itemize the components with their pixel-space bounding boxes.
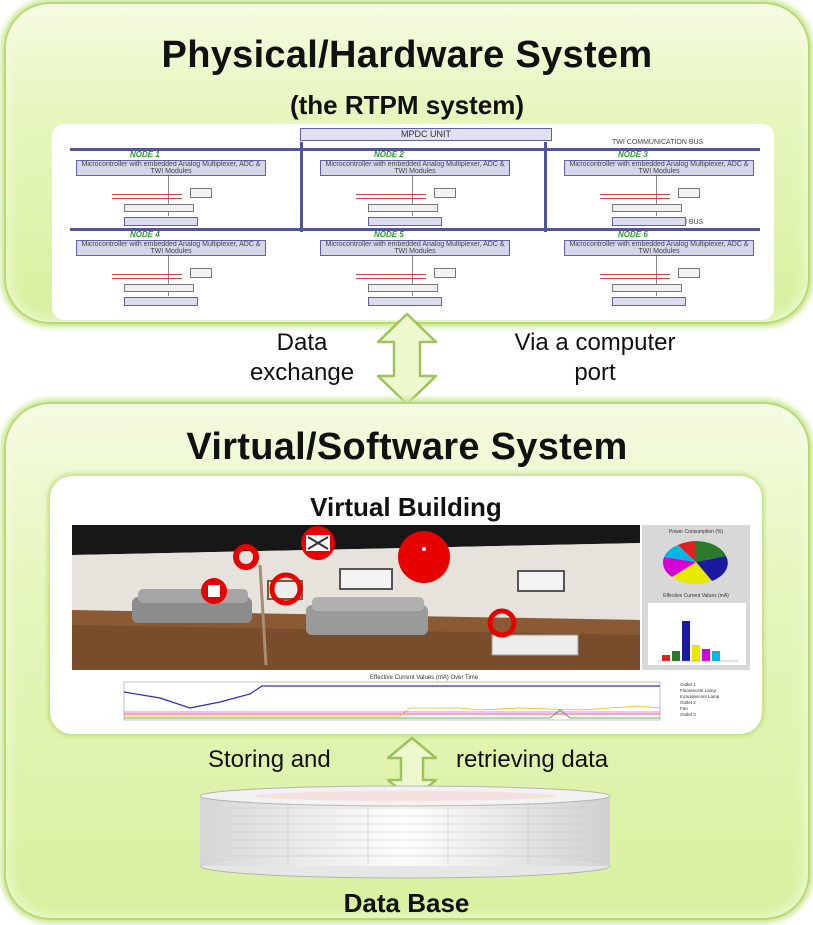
twi-bus-bottom: [70, 228, 760, 231]
microcontroller-box: Microcontroller with embedded Analog Mul…: [76, 160, 266, 176]
node-1: NODE 1 Microcontroller with embedded Ana…: [72, 150, 272, 230]
node-label: NODE 6: [618, 230, 648, 239]
database-cylinder-icon: [199, 785, 611, 879]
database-label: Data Base: [343, 888, 470, 918]
virtual-system-title: Virtual/Software System: [186, 426, 628, 468]
load-resistor: [600, 274, 670, 279]
legend-item: Incandescent Lamp: [680, 694, 720, 699]
node-2: NODE 2 Microcontroller with embedded Ana…: [316, 150, 516, 230]
legend-item: Outlet 2: [680, 700, 696, 705]
bar-chart-title: Effective Current Values (mA): [663, 593, 729, 599]
side-charts-panel: Power Consumption (%) Effective Current …: [642, 525, 750, 670]
via-port-label: Via a computer port: [470, 328, 720, 388]
potentiometer: [368, 204, 438, 212]
virtual-room-render: [72, 525, 640, 670]
rtpm-schematic: MPDC UNIT TWI COMMUNICATION BUS TWI COMM…: [52, 124, 774, 320]
potentiometer: [368, 284, 438, 292]
node-3: NODE 3 Microcontroller with embedded Ana…: [560, 150, 760, 230]
shunt-resistor: [190, 268, 212, 278]
twi-bus-label-top: TWI COMMUNICATION BUS: [612, 139, 704, 146]
potentiometer: [612, 284, 682, 292]
shunt-resistor: [434, 268, 456, 278]
node-label: NODE 2: [374, 150, 404, 159]
power-pie-chart: [662, 541, 728, 584]
node-label: NODE 5: [374, 230, 404, 239]
shunt-resistor: [190, 188, 212, 198]
power-source: [612, 217, 686, 226]
mpdc-unit: MPDC UNIT: [300, 128, 552, 141]
virtual-building-title: Virtual Building: [310, 492, 502, 522]
node-6: NODE 6 Microcontroller with embedded Ana…: [560, 230, 760, 310]
power-source: [368, 217, 442, 226]
current-over-time-chart: Effective Current Values (mA) Over Time …: [123, 675, 720, 721]
shunt-resistor: [678, 188, 700, 198]
load-resistor: [112, 274, 182, 279]
pie-chart-title: Power Consumption (%): [668, 529, 724, 535]
virtual-building-frame: Virtual Building Power Consumption (%): [50, 476, 762, 734]
potentiometer: [124, 204, 194, 212]
node-label: NODE 1: [130, 150, 160, 159]
potentiometer: [612, 204, 682, 212]
load-resistor: [600, 194, 670, 199]
load-resistor: [356, 274, 426, 279]
node-label: NODE 3: [618, 150, 648, 159]
physical-system-title: Physical/Hardware System: [161, 34, 653, 76]
microcontroller-box: Microcontroller with embedded Analog Mul…: [320, 240, 510, 256]
power-source: [612, 297, 686, 306]
load-resistor: [112, 194, 182, 199]
microcontroller-box: Microcontroller with embedded Analog Mul…: [564, 240, 754, 256]
legend-item: Fluorescent Lamp: [680, 688, 717, 693]
power-source: [368, 297, 442, 306]
power-source: [124, 297, 198, 306]
microcontroller-box: Microcontroller with embedded Analog Mul…: [76, 240, 266, 256]
data-exchange-label: Data exchange: [232, 328, 372, 388]
potentiometer: [124, 284, 194, 292]
physical-system-subtitle: (the RTPM system): [289, 90, 525, 120]
node-5: NODE 5 Microcontroller with embedded Ana…: [316, 230, 516, 310]
node-label: NODE 4: [130, 230, 160, 239]
data-exchange-text: Data exchange: [249, 329, 355, 386]
microcontroller-box: Microcontroller with embedded Analog Mul…: [320, 160, 510, 176]
physical-system-panel: Physical/Hardware System (the RTPM syste…: [4, 2, 810, 324]
double-arrow-icon: [376, 312, 438, 406]
twi-bus-top: [70, 148, 760, 151]
shunt-resistor: [678, 268, 700, 278]
legend-item: Fan: [680, 706, 688, 711]
load-resistor: [356, 194, 426, 199]
storing-label: Storing and: [208, 746, 331, 773]
via-port-text: Via a computer port: [514, 329, 676, 386]
timeline-title: Effective Current Values (mA) Over Time: [370, 675, 479, 681]
retrieving-label: retrieving data: [456, 746, 609, 773]
bus-riser-right: [544, 142, 547, 232]
microcontroller-box: Microcontroller with embedded Analog Mul…: [564, 160, 754, 176]
current-bar-chart: [648, 603, 746, 665]
legend-item: Outlet 1: [680, 682, 696, 687]
power-source: [124, 217, 198, 226]
legend-item: Outlet 3: [680, 712, 696, 717]
node-4: NODE 4 Microcontroller with embedded Ana…: [72, 230, 272, 310]
shunt-resistor: [434, 188, 456, 198]
bus-riser-left: [300, 142, 303, 232]
